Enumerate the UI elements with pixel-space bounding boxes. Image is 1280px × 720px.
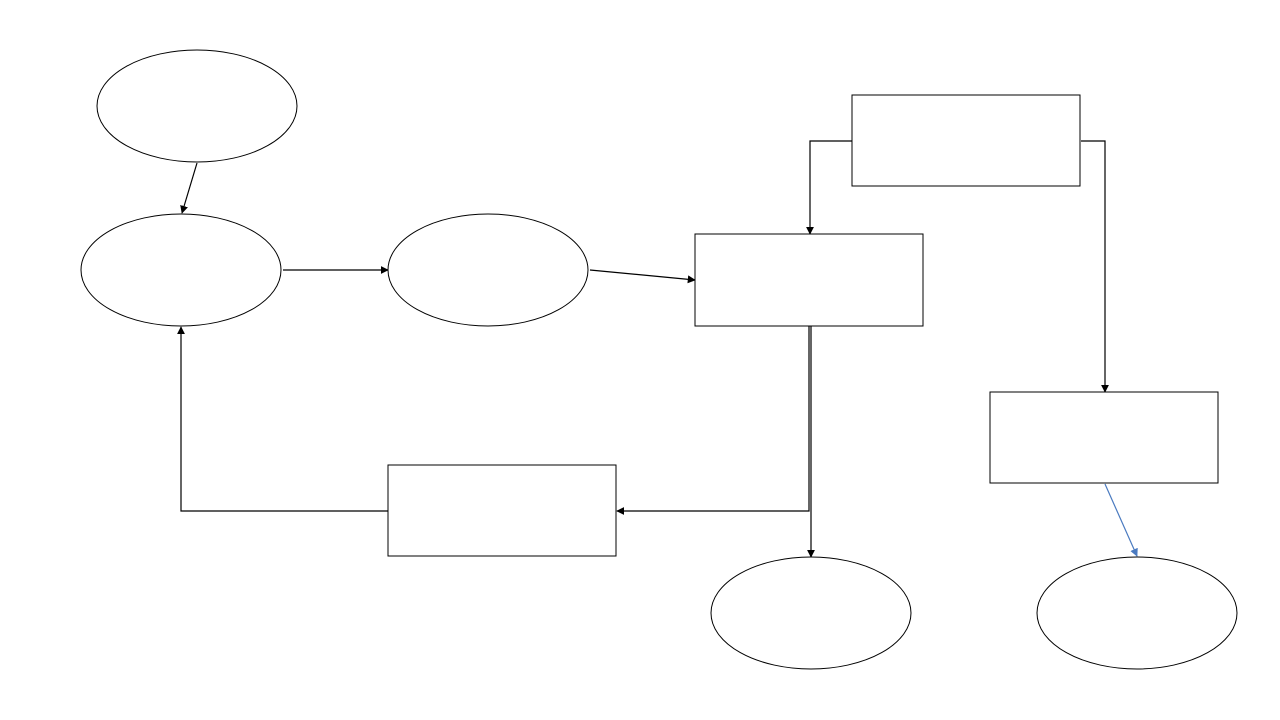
edge-e1-to-e2-arrow — [180, 162, 198, 214]
ellipse-shape — [387, 213, 589, 327]
node-r1-rectangle[interactable] — [694, 233, 924, 327]
node-e1-ellipse[interactable] — [96, 49, 298, 163]
edge-r2-to-r1-arrow — [806, 140, 852, 235]
node-e5-ellipse[interactable] — [1036, 556, 1238, 670]
edge-r3-to-e5-arrow — [1104, 483, 1138, 557]
rectangle-shape — [387, 464, 617, 557]
node-e3-ellipse[interactable] — [387, 213, 589, 327]
edge-r4-to-e2-arrow — [177, 326, 388, 512]
node-r4-rectangle[interactable] — [387, 464, 617, 557]
edge-r2-to-r3-arrow — [1081, 140, 1109, 393]
node-e2-ellipse[interactable] — [80, 213, 282, 327]
ellipse-shape — [80, 213, 282, 327]
node-r2-rectangle[interactable] — [851, 94, 1081, 187]
edge-e3-to-r1-arrow — [589, 269, 696, 284]
nodes-layer — [80, 49, 1238, 670]
rectangle-shape — [694, 233, 924, 327]
ellipse-shape — [710, 556, 912, 670]
ellipse-shape — [96, 49, 298, 163]
ellipse-shape — [1036, 556, 1238, 670]
node-r3-rectangle[interactable] — [989, 391, 1219, 484]
edges-layer — [177, 140, 1138, 558]
rectangle-shape — [989, 391, 1219, 484]
rectangle-shape — [851, 94, 1081, 187]
edge-r1-to-r4-arrow — [616, 326, 810, 515]
node-e4-ellipse[interactable] — [710, 556, 912, 670]
